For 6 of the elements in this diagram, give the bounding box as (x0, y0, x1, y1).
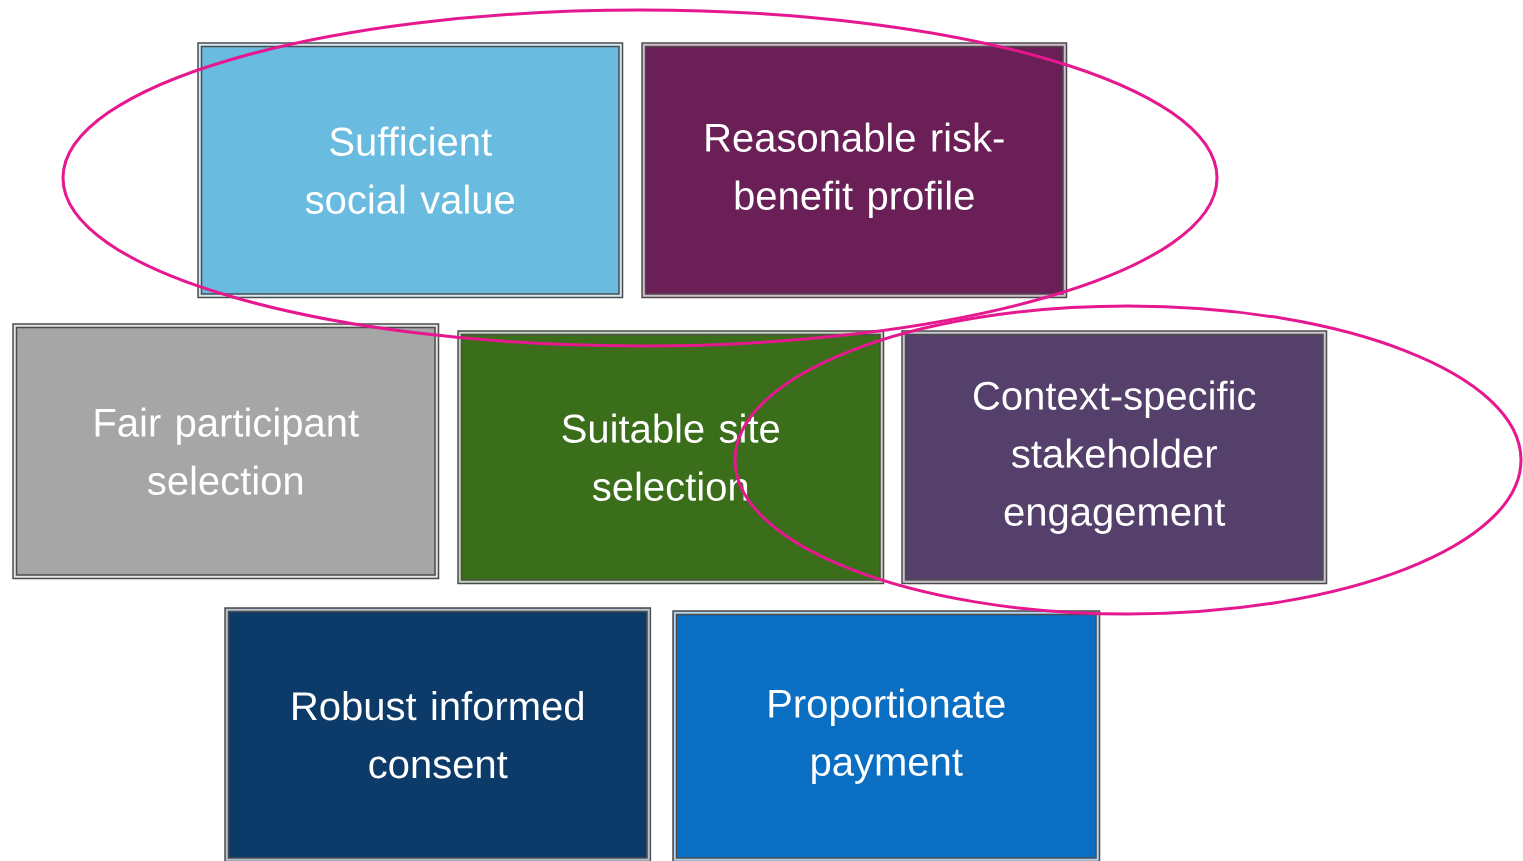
text-box: Proportionate payment (672, 610, 1101, 861)
text-box: Robust informed consent (224, 607, 652, 861)
text-box: Fair participant selection (12, 323, 440, 580)
text-box: Reasonable risk-benefit profile (641, 42, 1068, 299)
text-box: Sufficient social value (197, 42, 624, 299)
text-box: Context-specific stakeholder engagement (901, 330, 1328, 585)
